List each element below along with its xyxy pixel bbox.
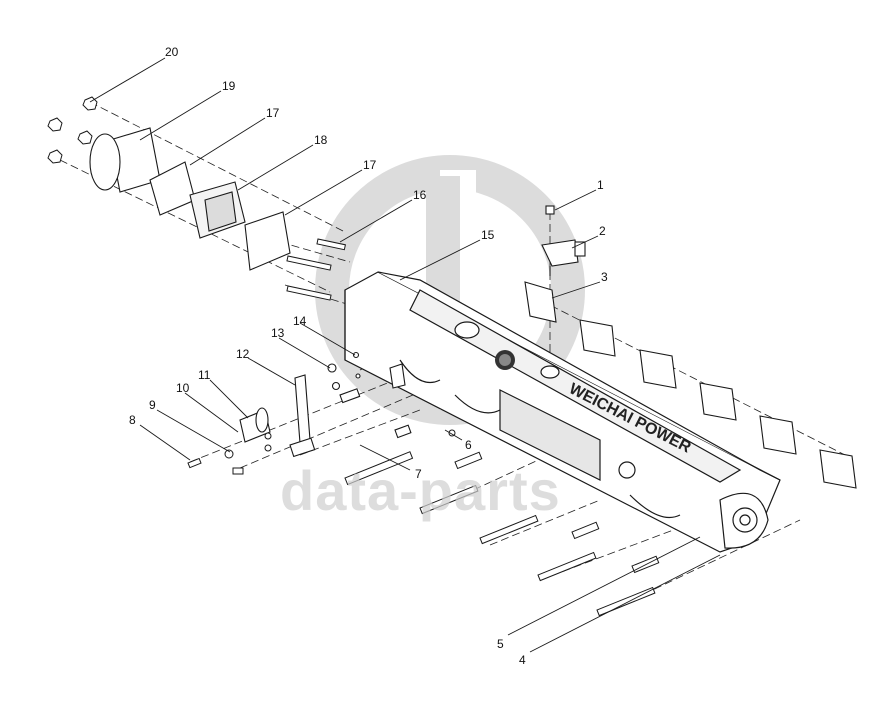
callout-13: 13 [271, 326, 285, 340]
callout-18: 18 [314, 133, 328, 147]
callout-15: 15 [481, 228, 495, 242]
callout-17-bottom: 17 [363, 158, 377, 172]
leader-lines [89, 57, 721, 653]
studs [286, 238, 346, 301]
watermark-text: data-parts [280, 459, 561, 522]
callout-16: 16 [413, 188, 427, 202]
callout-12: 12 [236, 347, 250, 361]
exhaust-manifold-body [344, 271, 781, 553]
callout-7: 7 [415, 467, 422, 481]
callout-9: 9 [149, 398, 156, 412]
callout-4: 4 [519, 653, 526, 667]
callout-labels: 20 19 17 18 17 16 15 1 2 3 14 13 12 11 1… [129, 45, 608, 667]
bolts [187, 429, 660, 617]
end-cover-assembly [89, 127, 291, 271]
callout-8: 8 [129, 413, 136, 427]
weichai-logo-emblem [495, 350, 515, 370]
callout-5: 5 [497, 637, 504, 651]
temperature-sensor [541, 205, 586, 276]
callout-14: 14 [293, 314, 307, 328]
manifold-gaskets [524, 281, 857, 489]
callout-11: 11 [198, 368, 211, 382]
callout-20: 20 [165, 45, 179, 59]
callout-2: 2 [599, 224, 606, 238]
nuts [47, 96, 98, 164]
callout-1: 1 [597, 178, 604, 192]
callout-17-top: 17 [266, 106, 280, 120]
callout-10: 10 [176, 381, 190, 395]
callout-6: 6 [465, 438, 472, 452]
callout-19: 19 [222, 79, 236, 93]
callout-3: 3 [601, 270, 608, 284]
